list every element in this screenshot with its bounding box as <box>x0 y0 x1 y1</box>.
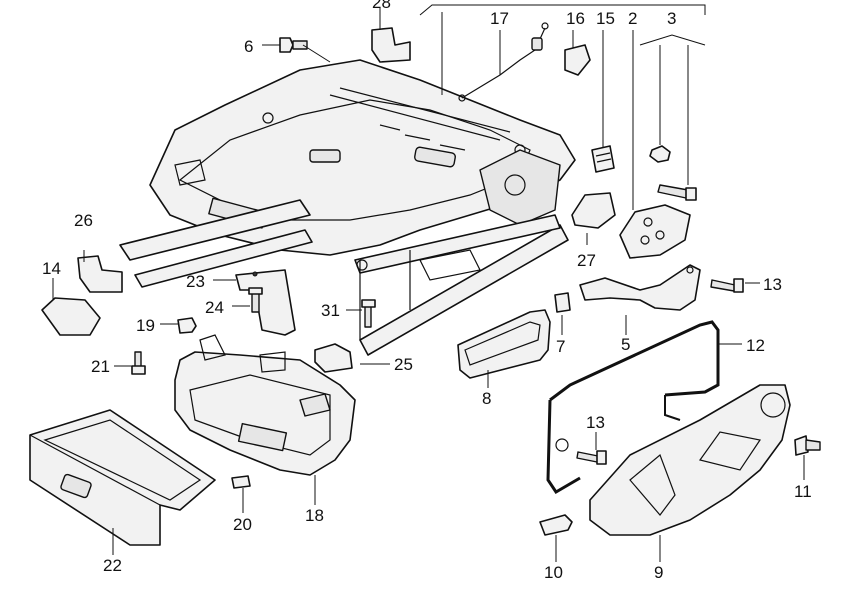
cable-part-17 <box>458 22 549 102</box>
label-7: 7 <box>556 337 565 356</box>
label-3: 3 <box>667 9 676 28</box>
label-14: 14 <box>42 259 61 278</box>
label-2: 2 <box>628 9 637 28</box>
label-17: 17 <box>490 9 509 28</box>
label-10: 10 <box>544 563 563 582</box>
plate-part-2 <box>619 204 691 259</box>
label-20: 20 <box>233 515 252 534</box>
part-labels: 28 6 17 16 15 2 3 26 14 23 24 19 21 31 2… <box>42 0 812 582</box>
label-11: 11 <box>794 482 812 501</box>
bolt-part-6 <box>279 37 308 53</box>
clip-part-14 <box>41 297 101 336</box>
label-23: 23 <box>186 272 205 291</box>
label-16: 16 <box>566 9 585 28</box>
bracket-part-23 <box>235 269 296 336</box>
label-28: 28 <box>372 0 391 12</box>
screw-part-13-center <box>555 438 607 465</box>
label-19: 19 <box>136 316 155 335</box>
seat-frame <box>119 59 576 356</box>
side-panel-part-9 <box>589 384 791 536</box>
leader-lines <box>52 4 805 562</box>
label-24: 24 <box>205 298 224 317</box>
bracket-arm-part-5 <box>579 264 701 311</box>
label-12: 12 <box>746 336 765 355</box>
clip-part-7 <box>554 292 571 313</box>
label-13-right: 13 <box>763 275 782 294</box>
clip-part-25 <box>314 343 353 373</box>
plug-part-19 <box>177 317 197 334</box>
clip-part-28 <box>371 27 411 63</box>
nut-and-screw-part-3 <box>649 145 697 201</box>
clip-part-20 <box>231 475 251 489</box>
tray-housing-part-18 <box>174 334 356 476</box>
latch-part-15 <box>591 145 615 173</box>
label-8: 8 <box>482 389 491 408</box>
label-6: 6 <box>244 37 253 56</box>
clip-part-26 <box>77 255 123 293</box>
bracket-part-27 <box>571 192 616 229</box>
screw-part-21 <box>131 351 146 375</box>
label-18: 18 <box>305 506 324 525</box>
clip-part-10 <box>539 514 573 536</box>
screw-part-13-right <box>710 278 744 293</box>
bracket-part-16 <box>564 44 591 76</box>
label-13-center: 13 <box>586 413 605 432</box>
wire-frame-part-12 <box>546 320 720 495</box>
label-9: 9 <box>654 563 663 582</box>
label-15: 15 <box>596 9 615 28</box>
label-22: 22 <box>103 556 122 575</box>
trim-panel-part-8 <box>457 309 551 379</box>
label-31: 31 <box>321 301 340 320</box>
label-26: 26 <box>74 211 93 230</box>
label-27: 27 <box>577 251 596 270</box>
label-5: 5 <box>621 335 630 354</box>
push-pin-part-11 <box>794 435 821 456</box>
screw-part-31 <box>361 299 376 328</box>
label-25: 25 <box>394 355 413 374</box>
screw-part-24 <box>248 287 263 313</box>
label-21: 21 <box>91 357 110 376</box>
drawer-part-22 <box>29 409 216 546</box>
